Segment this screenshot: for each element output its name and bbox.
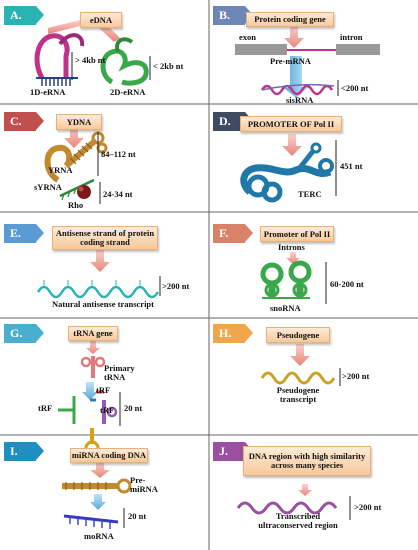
b-exon-label: exon [239, 32, 256, 42]
panel-j-artwork [236, 484, 351, 520]
panel-d-artwork [240, 134, 337, 203]
panel-h-artwork [260, 344, 341, 386]
pseudogene-strand [260, 371, 336, 385]
panel-f-artwork [260, 252, 327, 304]
b-source-box: Protein coding gene [246, 12, 334, 27]
panel-b-artwork [235, 26, 380, 98]
panel-label-c: C. [4, 112, 44, 131]
e-product: Natural antisense transcript [52, 299, 154, 309]
exon-block [235, 44, 287, 55]
h-source-box: Pseudogene [266, 327, 330, 343]
panel-a-artwork [34, 20, 151, 86]
j-size: >200 nt [354, 502, 382, 512]
a-label-1d: 1D-eRNA [30, 87, 66, 97]
g-primary-label: Primary tRNA [104, 363, 135, 382]
ucr-strand [236, 501, 338, 515]
f-intermediate: Introns [278, 242, 305, 252]
f-source-box: Promoter of Pol II [260, 226, 334, 242]
f-product: snoRNA [270, 303, 301, 313]
panel-g-artwork [58, 340, 121, 456]
a-size-2d: < 2kb nt [153, 61, 184, 71]
g-trf-label-1: tRF [96, 385, 111, 395]
panel-label-g: G. [4, 324, 44, 343]
j-product: Transcribed ultraconserved region [258, 511, 338, 530]
c-yrna-label: YRNA [48, 165, 73, 175]
g-source-box: tRNA gene [68, 326, 118, 341]
2d-erna-structure [100, 48, 149, 86]
c-syrna-label: sYRNA [34, 182, 62, 192]
panel-i-artwork [62, 462, 132, 529]
panel-label-j: J. [213, 442, 253, 461]
terc-structure [240, 164, 332, 195]
d-size: 451 nt [340, 161, 363, 171]
h-size: >200 nt [342, 371, 370, 381]
yrna-structure [44, 144, 73, 183]
e-source-box: Antisense strand of protein coding stran… [52, 226, 158, 250]
panel-label-h: H. [213, 324, 253, 343]
a-label-2d: 2D-eRNA [110, 87, 146, 97]
panel-e-artwork [36, 250, 161, 299]
nat-strand [36, 285, 160, 299]
h-product: Pseudogene transcript [276, 385, 320, 404]
1d-erna-loop [34, 33, 70, 80]
a-size-1d: > 4kb nt [75, 55, 106, 65]
rho-protein [77, 185, 91, 199]
i-product: moRNA [84, 531, 114, 541]
c-yrna-size: 84–112 nt [101, 149, 136, 159]
c-syrna-size: 24-34 nt [103, 189, 133, 199]
panel-c-artwork [44, 126, 108, 204]
g-size: 20 nt [124, 403, 143, 413]
c-rho-label: Rho [68, 200, 84, 210]
j-source-box: DNA region with high similarity across m… [243, 446, 371, 476]
b-size: <200 nt [341, 83, 369, 93]
panel-label-e: E. [4, 224, 44, 243]
panel-label-i: I. [4, 442, 44, 461]
c-source-box: YDNA [56, 114, 102, 130]
a-source-box: eDNA [80, 12, 122, 28]
morna-strand [63, 514, 119, 524]
d-source-box: PROMOTER OF Pol II [240, 116, 342, 132]
g-trf-label-2: tRF [38, 403, 53, 413]
d-product: TERC [298, 189, 322, 199]
b-premrna-label: Pre-mRNA [270, 56, 311, 66]
b-intron-label: intron [340, 32, 363, 42]
b-product: sisRNA [286, 95, 314, 105]
i-size: 20 nt [128, 511, 147, 521]
g-trf-label-3: tRF [100, 405, 115, 415]
sisrna-strand [260, 84, 334, 96]
syrna-strand [59, 178, 95, 198]
f-size: 60-200 nt [330, 279, 364, 289]
i-source-box: miRNA coding DNA [70, 448, 148, 463]
panel-label-f: F. [213, 224, 253, 243]
e-size: >200 nt [162, 281, 190, 291]
panel-label-b: B. [213, 6, 253, 25]
arrow-a-left [48, 20, 80, 34]
i-premirna-label: Pre-miRNA [130, 475, 158, 494]
panel-label-a: A. [4, 6, 44, 25]
